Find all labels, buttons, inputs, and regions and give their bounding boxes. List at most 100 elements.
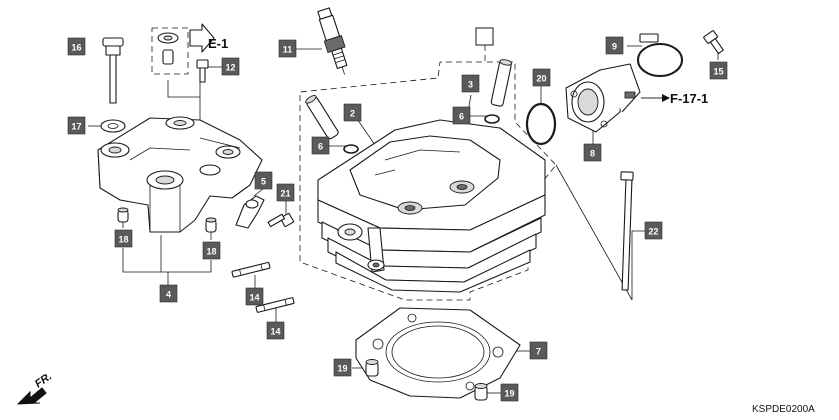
callout-box [500, 383, 519, 402]
callout-19: 19 [333, 358, 352, 377]
callout-badges: 16171211263619201585211818414142271919 [67, 33, 728, 402]
bolt-22 [620, 171, 634, 291]
callout-20: 20 [532, 68, 551, 87]
callout-label: 3 [468, 79, 473, 89]
front-direction-label: FR. [33, 370, 54, 390]
callout-label: 20 [536, 73, 546, 83]
callout-label: 2 [350, 108, 355, 118]
callout-label: 21 [280, 188, 290, 198]
callout-group-marker [475, 27, 494, 46]
cylinder-head-group-outline [299, 45, 557, 301]
callout-label: 6 [459, 111, 464, 121]
callout-2: 2 [343, 103, 362, 122]
washer-17 [100, 119, 126, 133]
callout-box [276, 183, 295, 202]
callout-label: 18 [206, 246, 216, 256]
dowel-pin-19-left [365, 359, 379, 377]
callout-label: 18 [118, 234, 128, 244]
callout-18: 18 [202, 241, 221, 260]
callout-box [311, 136, 330, 155]
callout-box [583, 143, 602, 162]
clip-6-right [484, 114, 500, 124]
cylinder-head-1 [317, 119, 546, 293]
callout-box [343, 103, 362, 122]
f171-arrow [641, 94, 670, 102]
callout-label: 11 [283, 44, 293, 54]
ref-f171-label: F-17-1 [670, 91, 708, 106]
callout-14: 14 [266, 321, 285, 340]
callout-label: 6 [318, 141, 323, 151]
callout-label: 17 [71, 121, 81, 131]
callout-box [529, 341, 548, 360]
bolt-16 [102, 37, 124, 104]
callout-label: 22 [648, 226, 658, 236]
callout-label: 16 [71, 42, 81, 52]
callout-box [532, 68, 551, 87]
callout-box [278, 39, 297, 58]
callout-18: 18 [114, 229, 133, 248]
callout-box [245, 287, 264, 306]
intake-insulator-8 [565, 63, 641, 133]
callout-15: 15 [709, 61, 728, 80]
clip-6-left [343, 144, 359, 154]
rocker-lever-5 [235, 195, 265, 229]
callout-box [159, 284, 178, 303]
front-direction-arrow-icon [16, 387, 47, 405]
callout-label: 15 [713, 66, 723, 76]
callout-label: 14 [270, 326, 280, 336]
callout-box [67, 116, 86, 135]
bolt-12 [196, 59, 209, 83]
rocker-arm-holder-4 [97, 116, 263, 233]
callout-box [605, 36, 624, 55]
callout-box [644, 221, 663, 240]
head-gasket-7 [355, 307, 521, 399]
callout-label: 19 [504, 388, 514, 398]
callout-label: 19 [337, 363, 347, 373]
dowel-pin-18-right [205, 217, 217, 233]
callout-17: 17 [67, 116, 86, 135]
callout-label: 12 [225, 62, 235, 72]
spark-plug-11 [317, 7, 348, 75]
e1-inset-parts [151, 23, 215, 75]
callout-11: 11 [278, 39, 297, 58]
callout-label: 9 [612, 41, 617, 51]
bolt-15 [703, 30, 724, 55]
callout-9: 9 [605, 36, 624, 55]
callout-box [266, 321, 285, 340]
callout-label: 4 [166, 289, 171, 299]
stud-14-upper [231, 261, 271, 278]
callout-label: 5 [261, 176, 266, 186]
callout-19: 19 [500, 383, 519, 402]
callout-box [333, 358, 352, 377]
ref-e1-label: E-1 [208, 36, 228, 51]
callout-label: 14 [249, 292, 259, 302]
callout-22: 22 [644, 221, 663, 240]
callout-box [114, 229, 133, 248]
dowel-pin-19-right [474, 383, 488, 401]
callout-label: 8 [590, 148, 595, 158]
o-ring-20 [525, 102, 557, 146]
callout-8: 8 [583, 143, 602, 162]
callout-box [461, 74, 480, 93]
callout-5: 5 [254, 171, 273, 190]
callout-box [67, 37, 86, 56]
callout-box [709, 61, 728, 80]
callout-6: 6 [452, 106, 471, 125]
dowel-pin-18-left [117, 207, 129, 223]
valve-guide-3 [490, 59, 513, 107]
bolt-21 [267, 212, 295, 228]
callout-1: 1 [482, 33, 487, 43]
callout-3: 3 [461, 74, 480, 93]
callout-12: 12 [221, 57, 240, 76]
callout-21: 21 [276, 183, 295, 202]
diagram-code: KSPDE0200A [752, 404, 815, 415]
valve-guide-2 [305, 95, 339, 140]
callout-4: 4 [159, 284, 178, 303]
stud-14-lower [255, 297, 295, 313]
callout-6: 6 [311, 136, 330, 155]
callout-16: 16 [67, 37, 86, 56]
callout-box [221, 57, 240, 76]
callout-box [254, 171, 273, 190]
